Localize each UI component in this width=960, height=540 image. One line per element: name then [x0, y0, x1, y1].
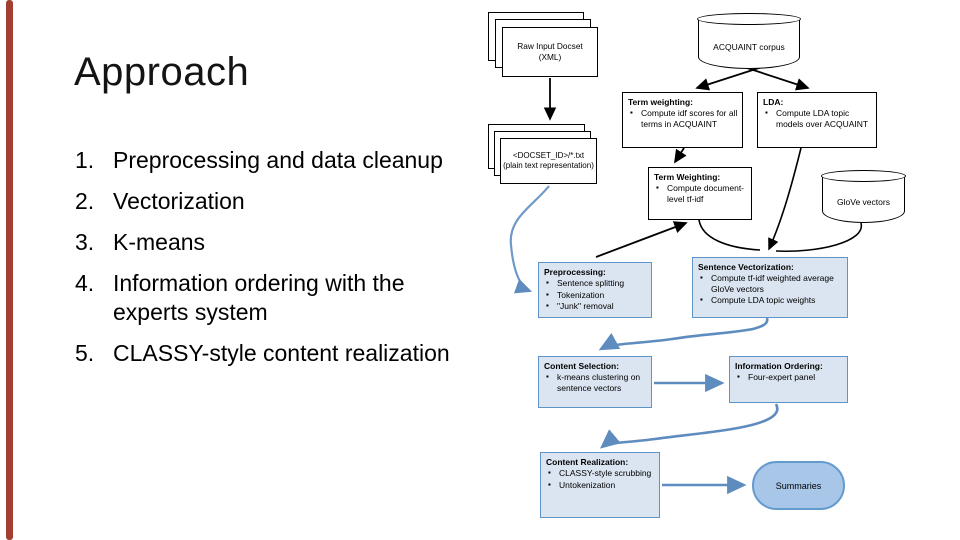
box-bullet: k-means clustering on sentence vectors	[544, 372, 647, 393]
box-title: Content Selection:	[544, 361, 620, 371]
box-bullet: Sentence splitting	[544, 278, 647, 288]
list-item: 2. Vectorization	[75, 187, 480, 216]
summaries-shape: Summaries	[752, 461, 845, 510]
list-item-number: 4.	[75, 270, 95, 296]
arrow-acquaint-to-idf	[695, 66, 763, 91]
list-item: 3. K-means	[75, 228, 480, 257]
preprocessing-box: Preprocessing: Sentence splitting Tokeni…	[538, 262, 652, 318]
agenda-list: 1. Preprocessing and data cleanup 2. Vec…	[75, 146, 480, 380]
box-title: Term Weighting:	[654, 172, 721, 182]
acquaint-corpus-cylinder: ACQUAINT corpus	[697, 13, 801, 69]
box-bullet: Compute document-level tf-idf	[654, 183, 747, 204]
term-weighting-idf-box: Term weighting: Compute idf scores for a…	[622, 92, 743, 148]
list-item-number: 1.	[75, 147, 95, 173]
list-item-number: 2.	[75, 188, 95, 214]
cylinder-label: ACQUAINT corpus	[713, 41, 785, 52]
arrow-idf-to-tfidf	[674, 147, 687, 164]
arrow-lda-to-sentvec	[768, 147, 802, 251]
line-tfidf-to-sentvec	[698, 219, 761, 251]
box-bullet: Compute tf-idf weighted average GloVe ve…	[698, 273, 843, 294]
docset-txt-shape: <DOCSET_ID>/*.txt (plain text representa…	[488, 124, 598, 184]
left-accent-bar	[6, 0, 13, 540]
box-bullet: Tokenization	[544, 290, 647, 300]
arrow-acquaint-to-lda	[743, 66, 810, 91]
line-glove-to-sentvec	[775, 222, 862, 253]
arrow-sentvec-to-contentsel	[598, 317, 769, 351]
box-title: Content Realization:	[546, 457, 629, 467]
box-title: Preprocessing:	[544, 267, 606, 277]
information-ordering-box: Information Ordering: Four-expert panel	[729, 356, 848, 403]
page-title: Approach	[74, 50, 250, 94]
box-bullet: Untokenization	[546, 480, 655, 490]
box-bullet: Four-expert panel	[735, 372, 843, 382]
list-item-text: Preprocessing and data cleanup	[113, 147, 443, 173]
arrow-preproc-to-tfidf	[595, 221, 688, 258]
box-bullet: "Junk" removal	[544, 301, 647, 311]
list-item-text: Vectorization	[113, 188, 245, 214]
list-item-text: CLASSY-style content realization	[113, 340, 450, 366]
doc-label: <DOCSET_ID>/*.txt (plain text representa…	[500, 138, 597, 184]
list-item-text: Information ordering with the experts sy…	[113, 270, 405, 325]
box-title: Sentence Vectorization:	[698, 262, 794, 272]
content-realization-box: Content Realization: CLASSY-style scrubb…	[540, 452, 660, 518]
term-weighting-tfidf-box: Term Weighting: Compute document-level t…	[648, 167, 752, 220]
box-bullet: Compute LDA topic weights	[698, 295, 843, 305]
list-item-text: K-means	[113, 229, 206, 255]
glove-vectors-cylinder: GloVe vectors	[821, 170, 906, 223]
arrow-infoorder-to-contentreal	[600, 403, 779, 449]
list-item: 4. Information ordering with the experts…	[75, 269, 480, 327]
box-bullet: Compute idf scores for all terms in ACQU…	[628, 108, 738, 129]
raw-input-docset-shape: Raw Input Docset (XML)	[488, 12, 600, 77]
box-bullet: CLASSY-style scrubbing	[546, 468, 655, 478]
box-title: Term weighting:	[628, 97, 694, 107]
doc-label: Raw Input Docset (XML)	[502, 27, 598, 77]
box-bullet: Compute LDA topic models over ACQUAINT	[763, 108, 872, 129]
list-item: 1. Preprocessing and data cleanup	[75, 146, 480, 175]
cylinder-label: GloVe vectors	[837, 197, 890, 207]
sentence-vectorization-box: Sentence Vectorization: Compute tf-idf w…	[692, 257, 848, 318]
list-item: 5. CLASSY-style content realization	[75, 339, 480, 368]
box-title: Information Ordering:	[735, 361, 823, 371]
list-item-number: 5.	[75, 340, 95, 366]
lda-box: LDA: Compute LDA topic models over ACQUA…	[757, 92, 877, 148]
content-selection-box: Content Selection: k-means clustering on…	[538, 356, 652, 408]
box-title: LDA:	[763, 97, 784, 107]
stadium-label: Summaries	[775, 480, 822, 491]
list-item-number: 3.	[75, 229, 95, 255]
